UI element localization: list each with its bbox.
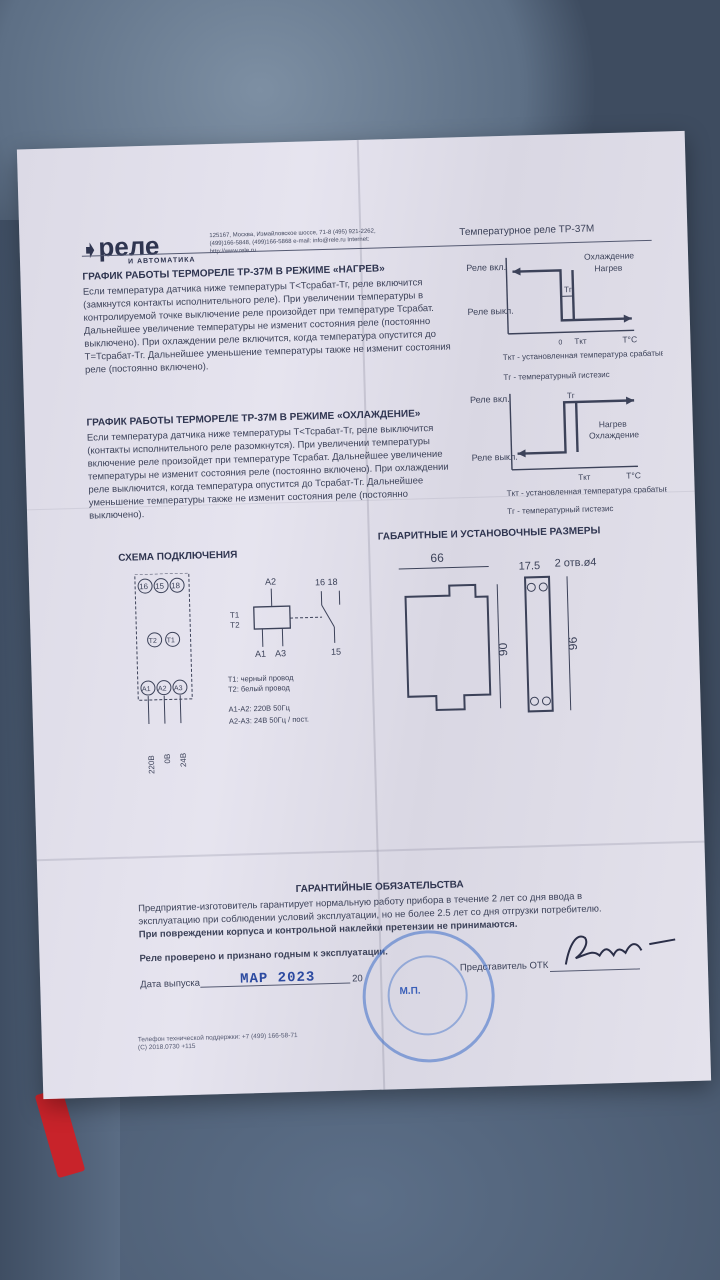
terminal-a2: A2	[158, 686, 167, 693]
relay-label-a1: A1	[255, 649, 266, 659]
year-suffix: 20	[352, 973, 363, 985]
heat-label-tg: Tг	[564, 285, 572, 294]
heat-relay-on: Реле вкл.	[466, 262, 506, 273]
cool-label-axis: T°C	[626, 470, 641, 480]
terminal-15: 15	[155, 582, 165, 591]
cool-arrow-right	[626, 396, 635, 405]
voltage-24: 24В	[179, 753, 188, 767]
relay-side-view	[523, 575, 554, 713]
release-date-stamp: МАР 2023	[239, 969, 316, 988]
terminal-16: 16	[139, 582, 149, 591]
contact-label-15: 15	[331, 647, 341, 657]
relay-label-a2: A2	[265, 576, 276, 586]
instruction-sheet: ➧реле И АВТОМАТИКА 125167, Москва, Измай…	[16, 130, 712, 1100]
wiring-note-3: A1-A2: 220В 50Гц	[228, 703, 290, 714]
terminal-18: 18	[171, 581, 181, 590]
cool-relay-off: Реле выкл.	[472, 452, 518, 463]
warranty-title: ГАРАНТИЙНЫЕ ОБЯЗАТЕЛЬСТВА	[295, 879, 464, 896]
cool-label-tg: Tг	[567, 391, 575, 400]
cool-legend-1: Tкт - установленная температура срабатыв…	[507, 484, 668, 498]
heat-label-tk: Tкт	[574, 337, 587, 346]
wiring-note-2: T2: белый провод	[228, 683, 291, 694]
heat-heating-line	[571, 270, 576, 321]
voltage-0: 0В	[163, 754, 172, 764]
heat-x-axis	[508, 329, 635, 335]
cool-chart: Реле вкл. Реле выкл. Tг Нагрев Охлаждени…	[470, 391, 668, 516]
wiring-box	[134, 572, 193, 701]
heat-arrow-right	[623, 314, 632, 323]
handwritten-signature	[564, 935, 676, 965]
heat-cooling-line	[512, 269, 632, 322]
heat-arrow-left	[512, 267, 521, 276]
document-title: Температурное реле ТР-37М	[459, 223, 595, 239]
relay-coil	[253, 605, 292, 630]
dim-holes: 2 отв.ø4	[554, 556, 596, 569]
heat-label-cooling: Охлаждение	[584, 250, 635, 261]
checked-statement: Реле проверено и признано годным к экспл…	[139, 946, 388, 965]
heat-section-text: Если температура датчика ниже температур…	[82, 277, 451, 376]
heat-chart: Реле вкл. Реле выкл. Охлаждение Нагрев T…	[466, 250, 664, 382]
cool-label-tk: Tкт	[578, 473, 591, 482]
cool-arrow-left	[517, 449, 526, 458]
support-phone: Телефон технической поддержки: +7 (499) …	[137, 1032, 298, 1044]
terminal-t2: T2	[149, 638, 157, 645]
relay-front-view	[404, 583, 492, 712]
wiring-diagram: 16 15 18 T2 T1 A1 A2 A3 220В 0В 24В A2 T…	[134, 572, 341, 774]
heat-legend-1: Tкт - установленная температура срабатыв…	[503, 348, 664, 362]
wiring-note-4: A2-A3: 24В 50Гц / пост.	[229, 715, 309, 726]
contact-label-16-18: 16 18	[315, 577, 338, 588]
cool-section-text: Если температура датчика ниже температур…	[86, 422, 449, 522]
voltage-220: 220В	[147, 755, 157, 774]
wiring-note-1: T1: черный провод	[228, 673, 295, 684]
cool-x-axis	[511, 465, 638, 471]
heat-relay-off: Реле выкл.	[467, 306, 513, 317]
heat-label-heating: Нагрев	[594, 263, 623, 274]
brand-logo-subtitle: И АВТОМАТИКА	[127, 256, 196, 266]
release-date-label: Дата выпуска	[140, 977, 201, 991]
heat-label-zero: 0	[558, 339, 562, 346]
cool-y-axis	[509, 393, 513, 470]
dim-width-side: 17.5	[519, 560, 541, 573]
relay-label-a3: A3	[275, 648, 286, 658]
wiring-title: СХЕМА ПОДКЛЮЧЕНИЯ	[118, 549, 238, 564]
heat-legend-2: Tг - температурный гистезис	[503, 370, 610, 382]
dimensions-drawing: 66 90 17.5 2 отв.ø4 96	[398, 551, 597, 713]
heat-y-axis	[505, 257, 509, 334]
relay-label-t2: T2	[230, 620, 240, 629]
dim-width: 66	[430, 551, 444, 565]
cool-label-cooling: Охлаждение	[589, 429, 640, 440]
cool-cooling-line	[574, 401, 579, 453]
cool-legend-2: Tг - температурный гистезис	[507, 504, 614, 516]
cool-heating-line	[517, 399, 635, 455]
stamp-mp-label: М.П.	[399, 985, 421, 998]
fold-line-horizontal	[36, 840, 705, 862]
dim-height-inner: 90	[496, 642, 510, 656]
cool-relay-on: Реле вкл.	[470, 394, 510, 405]
terminal-a3: A3	[174, 685, 183, 692]
relay-label-t1: T1	[230, 610, 240, 619]
terminal-t1: T1	[167, 637, 175, 644]
cool-label-heating: Нагрев	[599, 419, 628, 430]
copyright: (С) 2018.0730 +115	[137, 1042, 196, 1052]
terminal-a1: A1	[142, 686, 151, 693]
dim-height-outer: 96	[566, 636, 580, 650]
heat-label-axis: T°C	[622, 334, 637, 344]
dimensions-title: ГАБАРИТНЫЕ И УСТАНОВОЧНЫЕ РАЗМЕРЫ	[377, 525, 601, 543]
